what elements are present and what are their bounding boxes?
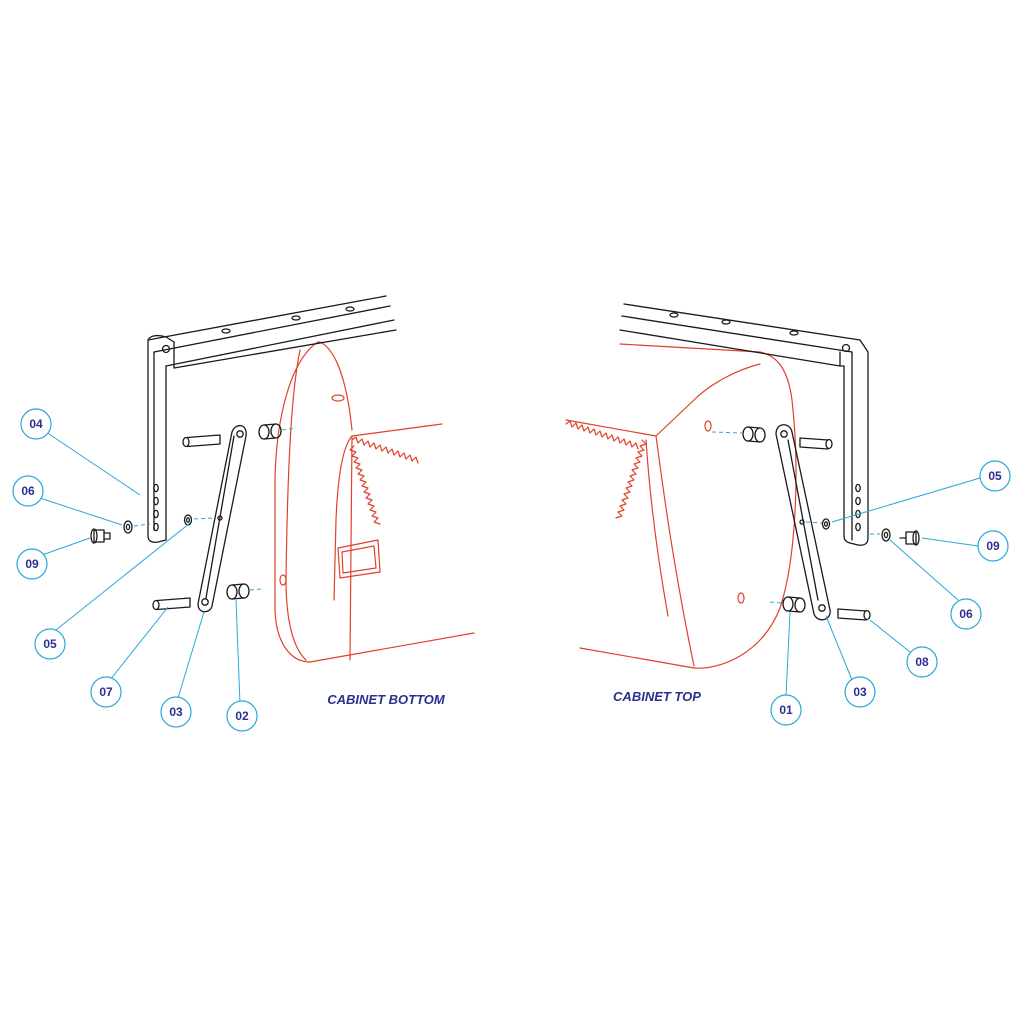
right-callouts: 05 09 06 08 03 01 bbox=[770, 460, 1011, 726]
left-leader-lines bbox=[39, 431, 241, 705]
right-fasteners bbox=[711, 426, 920, 621]
caption-cabinet-bottom: CABINET BOTTOM bbox=[327, 692, 446, 707]
right-vertical-bracket bbox=[839, 339, 869, 546]
callout-03: 03 bbox=[160, 696, 192, 728]
svg-text:05: 05 bbox=[988, 469, 1002, 483]
callout-01-right: 01 bbox=[770, 694, 802, 726]
left-callouts: 04 06 09 05 07 03 bbox=[12, 408, 258, 732]
left-link-arm bbox=[197, 425, 247, 613]
callout-05: 05 bbox=[34, 628, 66, 660]
right-cabinet bbox=[565, 343, 797, 669]
left-fasteners bbox=[90, 423, 297, 611]
left-assembly: 04 06 09 05 07 03 bbox=[12, 295, 475, 732]
callout-07: 07 bbox=[90, 676, 122, 708]
callout-02: 02 bbox=[226, 700, 258, 732]
left-vertical-bracket bbox=[147, 334, 175, 543]
svg-text:09: 09 bbox=[25, 557, 39, 571]
svg-text:07: 07 bbox=[99, 685, 113, 699]
svg-text:04: 04 bbox=[29, 417, 43, 431]
left-cabinet bbox=[274, 341, 475, 663]
callout-06: 06 bbox=[12, 475, 44, 507]
callout-06-right: 06 bbox=[950, 598, 982, 630]
svg-text:01: 01 bbox=[779, 703, 793, 717]
callout-08-right: 08 bbox=[906, 646, 938, 678]
svg-text:03: 03 bbox=[169, 705, 183, 719]
svg-text:06: 06 bbox=[959, 607, 973, 621]
callout-09: 09 bbox=[16, 548, 48, 580]
left-top-rail bbox=[147, 295, 397, 369]
svg-text:02: 02 bbox=[235, 709, 249, 723]
right-leader-lines bbox=[785, 477, 981, 697]
callout-03-right: 03 bbox=[844, 676, 876, 708]
callout-09-right: 09 bbox=[977, 530, 1009, 562]
caption-cabinet-top: CABINET TOP bbox=[613, 689, 701, 704]
svg-text:05: 05 bbox=[43, 637, 57, 651]
right-assembly: 05 09 06 08 03 01 CABINET TO bbox=[565, 303, 1011, 726]
right-top-rail bbox=[619, 303, 861, 367]
right-link-arm bbox=[775, 424, 831, 621]
svg-text:06: 06 bbox=[21, 484, 35, 498]
svg-text:03: 03 bbox=[853, 685, 867, 699]
svg-text:09: 09 bbox=[986, 539, 1000, 553]
callout-05-right: 05 bbox=[979, 460, 1011, 492]
svg-text:08: 08 bbox=[915, 655, 929, 669]
callout-04: 04 bbox=[20, 408, 52, 440]
